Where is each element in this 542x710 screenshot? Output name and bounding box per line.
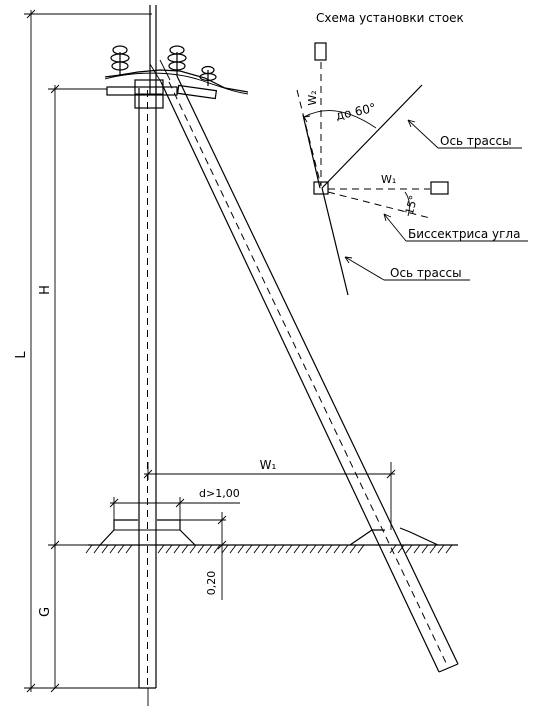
- dim-W1: [143, 462, 396, 530]
- insulator-center-icon: [167, 45, 187, 76]
- pole-base-mound: [99, 519, 196, 546]
- pole-marker-right-icon: [430, 181, 449, 195]
- dim-G-label: G: [38, 607, 53, 617]
- scheme-w1-label: W₁: [381, 173, 396, 186]
- dim-L: [24, 9, 152, 693]
- scheme-angle-60: до 60°: [334, 101, 377, 123]
- installation-scheme: Схема установки стоек W₂ W₁ до 60° 15°: [296, 11, 528, 296]
- dim-G: [50, 545, 60, 693]
- dim-H-label: H: [38, 285, 53, 295]
- scheme-axis-label-2: Ось трассы: [390, 266, 462, 280]
- dim-W1-label: W₁: [260, 458, 277, 472]
- scheme-title: Схема установки стоек: [316, 11, 464, 25]
- scheme-angle-15: 15°: [403, 194, 421, 216]
- strut-base-mound: [349, 527, 439, 546]
- scheme-w2-label: W₂: [306, 90, 319, 105]
- dim-d: [109, 497, 240, 520]
- dim-L-label: L: [14, 351, 29, 359]
- dim-depth-label: 0,20: [205, 571, 218, 596]
- ground-line: [85, 544, 458, 554]
- pole-node-icon: [313, 181, 329, 195]
- crossarm-assembly: [104, 45, 249, 109]
- insulator-left-icon: [110, 45, 130, 75]
- dim-d-label: d>1,00: [199, 487, 240, 500]
- main-pole: [138, 5, 157, 706]
- dim-H: [48, 84, 107, 550]
- scheme-bisector-label: Биссектриса угла: [408, 227, 520, 241]
- dim-depth: [180, 512, 227, 600]
- insulator-right-icon: [199, 65, 217, 86]
- pole-marker-top-icon: [314, 42, 327, 61]
- scheme-axis-label-1: Ось трассы: [440, 134, 512, 148]
- strut-pole: [160, 75, 459, 673]
